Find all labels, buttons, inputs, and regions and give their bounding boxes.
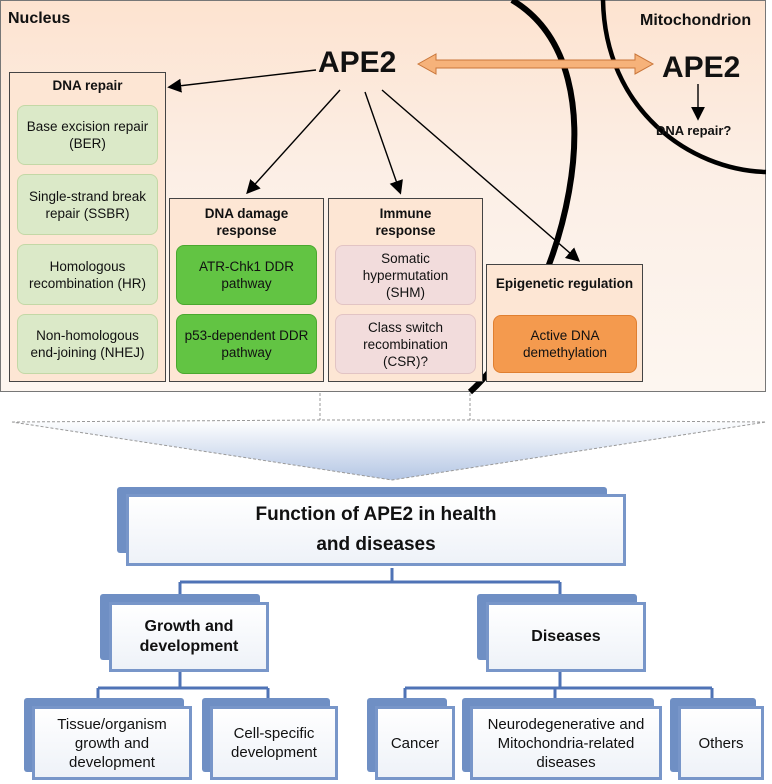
diseases-card: Diseases xyxy=(486,602,646,672)
leaf-neuro-card: Neurodegenerative and Mitochondria-relat… xyxy=(470,706,662,780)
arrow-to-dna-repair xyxy=(167,69,317,93)
arrow-to-epigenetic xyxy=(381,89,581,262)
leaf-cell-text: Cell-specific development xyxy=(231,725,317,761)
mitochondrion-label: Mitochondrion xyxy=(640,12,752,29)
active-dna-demethylation-box: Active DNA demethylation xyxy=(493,315,637,373)
growth-text: Growth and development xyxy=(139,618,239,655)
hr-box: Homologous recombination (HR) xyxy=(17,244,158,305)
ape2-nucleus: APE2 xyxy=(318,46,397,79)
leaf-cancer-text: Cancer xyxy=(390,734,440,752)
ssbr-box: Single-strand break repair (SSBR) xyxy=(17,174,158,235)
growth-card: Growth and development xyxy=(109,602,269,672)
ber-box: Base excision repair (BER) xyxy=(17,105,158,165)
nhej-box: Non-homologous end-joining (NHEJ) xyxy=(17,314,158,374)
leaf-tissue-text: Tissue/organism growth and development xyxy=(57,715,167,771)
p53-box: p53-dependent DDR pathway xyxy=(176,314,317,374)
tree-connectors xyxy=(96,568,714,702)
epigenetic-title: Epigenetic regulation xyxy=(495,276,634,291)
leaf-neuro-text: Neurodegenerative and Mitochondria-relat… xyxy=(487,715,645,771)
atr-chk1-box: ATR-Chk1 DDR pathway xyxy=(176,245,317,305)
dna-repair-title: DNA repair xyxy=(52,78,123,93)
diseases-text: Diseases xyxy=(531,628,601,645)
csr-box: Class switch recombination (CSR)? xyxy=(335,314,476,374)
dna-repair-group: DNA repair Base excision repair (BER) Si… xyxy=(9,72,166,382)
ddr-group: DNA damage response ATR-Chk1 DDR pathway… xyxy=(169,198,324,382)
arrow-to-ddr xyxy=(246,89,341,195)
shm-box: Somatic hypermutation (SHM) xyxy=(335,245,476,305)
immune-title: Immune response xyxy=(375,206,436,238)
mitochondrion-membrane xyxy=(600,0,767,175)
ape2-transport-arrow xyxy=(416,53,655,75)
leaf-tissue-card: Tissue/organism growth and development xyxy=(32,706,192,780)
leaf-others-card: Others xyxy=(678,706,764,780)
root-card: Function of APE2 in health and diseases xyxy=(126,494,626,566)
ape2-mitochondrion: APE2 xyxy=(662,51,741,84)
ddr-title: DNA damage response xyxy=(204,206,289,238)
leaf-cancer-card: Cancer xyxy=(375,706,455,780)
mito-dna-repair: DNA repair? xyxy=(656,123,732,138)
arrow-to-immune xyxy=(364,91,403,195)
epigenetic-group: Epigenetic regulation Active DNA demethy… xyxy=(486,264,643,382)
root-text: Function of APE2 in health and diseases xyxy=(255,504,497,555)
funnel-arrow xyxy=(11,419,767,481)
immune-group: Immune response Somatic hypermutation (S… xyxy=(328,198,483,382)
nucleus-label: Nucleus xyxy=(8,10,71,27)
leaf-others-text: Others xyxy=(698,734,744,752)
leaf-cell-card: Cell-specific development xyxy=(210,706,338,780)
